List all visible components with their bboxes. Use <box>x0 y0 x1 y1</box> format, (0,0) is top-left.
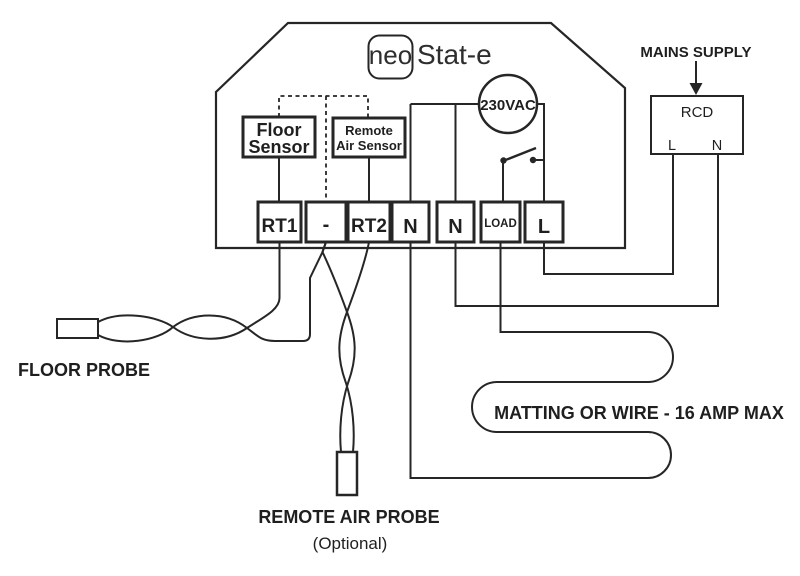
terminal-rt1-label: RT1 <box>262 216 298 237</box>
terminal-rt2-label: RT2 <box>351 216 387 237</box>
floor-probe-tip <box>56 318 99 339</box>
rcd-box <box>650 95 744 155</box>
air-probe-wire-b <box>338 241 370 453</box>
neo-logo-text: neo <box>369 40 412 70</box>
voltage-indicator: 230VAC <box>409 73 545 202</box>
floor-probe-wire-a <box>97 242 281 340</box>
floor-sensor-line1: Floor <box>257 120 302 140</box>
mains-supply-label: MAINS SUPPLY <box>640 44 751 61</box>
switch-contact-right <box>529 156 537 164</box>
floor-probe-label: FLOOR PROBE <box>18 360 150 380</box>
remote-air-probe-note: (Optional) <box>313 534 388 553</box>
terminal-common-label: - <box>323 214 330 236</box>
mains-supply: MAINS SUPPLY RCD L N <box>454 44 752 307</box>
voltage-label: 230VAC <box>480 97 536 114</box>
terminal-n2-label: N <box>448 216 462 238</box>
stat-e-logo-text: Stat-e <box>417 39 492 70</box>
terminal-n1-label: N <box>403 216 417 238</box>
floor-sensor-line2: Sensor <box>248 137 309 157</box>
remote-air-sensor-line2: Air Sensor <box>336 138 402 153</box>
rcd-neutral-label: N <box>712 138 722 154</box>
remote-air-probe: REMOTE AIR PROBE (Optional) <box>258 241 440 553</box>
sensor-boxes: Floor Sensor Remote Air Sensor <box>241 115 407 202</box>
floor-probe-wire-b <box>97 241 327 343</box>
neutral-bus-wires <box>409 103 479 202</box>
heating-load-label: MATTING OR WIRE - 16 AMP MAX <box>494 403 784 423</box>
rcd-label: RCD <box>681 104 714 121</box>
terminal-l-label: L <box>538 216 550 238</box>
voltage-circle <box>477 73 539 135</box>
live-supply-run <box>543 154 674 275</box>
sensor-dashed-link <box>278 95 369 202</box>
remote-air-sensor-line1: Remote <box>345 123 393 138</box>
neutral-supply-run <box>454 154 719 307</box>
air-probe-wire-a <box>321 241 356 453</box>
heating-loop-wire <box>409 242 674 479</box>
switch-contact-left <box>500 157 507 164</box>
floor-probe: FLOOR PROBE <box>18 241 327 380</box>
neo-logo-box <box>367 34 414 80</box>
air-probe-tip <box>335 450 359 497</box>
mains-arrow-head <box>689 83 703 95</box>
remote-air-probe-label: REMOTE AIR PROBE <box>258 507 439 527</box>
floor-sensor-box <box>241 115 317 159</box>
terminal-load-label: LOAD <box>484 218 517 230</box>
heating-element: MATTING OR WIRE - 16 AMP MAX <box>409 242 784 479</box>
rcd-live-label: L <box>668 138 676 154</box>
internal-switch <box>500 146 544 202</box>
live-bus-wire <box>537 103 545 202</box>
switch-lever <box>502 146 537 163</box>
